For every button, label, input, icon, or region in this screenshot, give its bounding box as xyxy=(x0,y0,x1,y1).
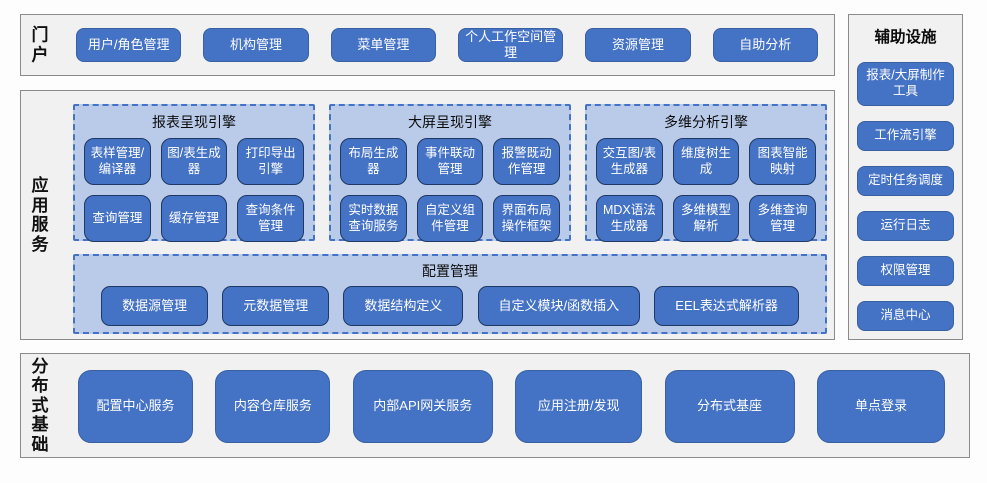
node-query-management: 查询管理 xyxy=(84,195,151,242)
node-alarm-action-management: 报警既动作管理 xyxy=(493,138,561,185)
node-menu-management: 菜单管理 xyxy=(330,28,436,62)
section-distributed-foundation: 分布式基础 配置中心服务 内容仓库服务 内部API网关服务 应用注册/发现 分布… xyxy=(20,353,970,458)
node-query-condition-management: 查询条件管理 xyxy=(237,195,305,242)
group-config-management-title: 配置管理 xyxy=(422,263,478,279)
node-dimension-tree-generation: 维度树生成 xyxy=(672,138,740,185)
group-bigscreen-rendering-engine: 大屏呈现引擎 布局生成器 事件联动管理 报警既动作管理 实时数据查询服务 自定义… xyxy=(329,104,571,242)
node-personal-workspace-management: 个人工作空间管理 xyxy=(457,28,564,62)
node-self-service-analysis: 自助分析 xyxy=(712,28,818,62)
node-eel-expression-parser: EEL表达式解析器 xyxy=(654,286,799,326)
node-data-structure-definition: 数据结构定义 xyxy=(343,286,464,326)
group-row: 实时数据查询服务 自定义组件管理 界面布局操作框架 xyxy=(331,195,569,242)
node-metadata-management: 元数据管理 xyxy=(222,286,330,326)
group-row: 交互图/表生成器 维度树生成 图表智能映射 xyxy=(587,138,825,185)
node-internal-api-gateway-service: 内部API网关服务 xyxy=(352,370,493,443)
node-user-role-management: 用户/角色管理 xyxy=(76,28,182,62)
section-auxiliary-facilities-title: 辅助设施 xyxy=(874,29,937,46)
node-resource-management: 资源管理 xyxy=(585,28,691,62)
node-workflow-engine: 工作流引擎 xyxy=(857,121,954,151)
node-multidim-model-parsing: 多维模型解析 xyxy=(672,195,740,242)
node-chart-smart-mapping: 图表智能映射 xyxy=(749,138,817,185)
node-cache-management: 缓存管理 xyxy=(160,195,228,242)
auxiliary-buttons-column: 报表/大屏制作工具 工作流引擎 定时任务调度 运行日志 权限管理 消息中心 xyxy=(849,62,962,331)
node-content-repository-service: 内容仓库服务 xyxy=(215,370,331,443)
node-custom-module-function-insert: 自定义模块/函数插入 xyxy=(477,286,641,326)
section-app-services: 应用服务 报表呈现引擎 表样管理/编译器 图/表生成器 打印导出引擎 查询管理 … xyxy=(20,90,835,340)
node-layout-generator: 布局生成器 xyxy=(340,138,407,185)
node-distributed-base: 分布式基座 xyxy=(664,370,795,443)
node-ui-layout-operation-framework: 界面布局操作框架 xyxy=(493,195,561,242)
config-buttons-row: 数据源管理 元数据管理 数据结构定义 自定义模块/函数插入 EEL表达式解析器 xyxy=(75,286,825,326)
group-config-management: 配置管理 数据源管理 元数据管理 数据结构定义 自定义模块/函数插入 EEL表达… xyxy=(73,254,827,334)
group-row: 表样管理/编译器 图/表生成器 打印导出引擎 xyxy=(75,138,313,185)
distributed-buttons-row: 配置中心服务 内容仓库服务 内部API网关服务 应用注册/发现 分布式基座 单点… xyxy=(78,370,945,443)
node-multidim-query-management: 多维查询管理 xyxy=(749,195,817,242)
section-portal-label: 门户 xyxy=(31,25,49,64)
section-app-services-label: 应用服务 xyxy=(31,175,49,254)
node-single-sign-on: 单点登录 xyxy=(816,370,945,443)
group-row: MDX语法生成器 多维模型解析 多维查询管理 xyxy=(587,195,825,242)
section-distributed-foundation-label: 分布式基础 xyxy=(31,356,49,454)
node-organization-management: 机构管理 xyxy=(203,28,309,62)
group-row: 布局生成器 事件联动管理 报警既动作管理 xyxy=(331,138,569,185)
node-scheduled-task-dispatch: 定时任务调度 xyxy=(857,166,954,196)
node-permission-management: 权限管理 xyxy=(857,256,954,286)
node-report-bigscreen-authoring-tool: 报表/大屏制作工具 xyxy=(857,62,954,106)
node-datasource-management: 数据源管理 xyxy=(101,286,209,326)
node-event-linkage-management: 事件联动管理 xyxy=(416,138,484,185)
node-mdx-syntax-generator: MDX语法生成器 xyxy=(596,195,663,242)
node-app-registration-discovery: 应用注册/发现 xyxy=(515,370,643,443)
node-chart-table-generator: 图/表生成器 xyxy=(160,138,228,185)
group-multidimensional-analysis-engine: 多维分析引擎 交互图/表生成器 维度树生成 图表智能映射 MDX语法生成器 多维… xyxy=(585,104,827,242)
group-row: 查询管理 缓存管理 查询条件管理 xyxy=(75,195,313,242)
portal-buttons-row: 用户/角色管理 机构管理 菜单管理 个人工作空间管理 资源管理 自助分析 xyxy=(76,15,818,75)
group-report-rendering-engine: 报表呈现引擎 表样管理/编译器 图/表生成器 打印导出引擎 查询管理 缓存管理 … xyxy=(73,104,315,242)
node-table-style-management-compiler: 表样管理/编译器 xyxy=(84,138,151,185)
node-config-center-service: 配置中心服务 xyxy=(78,370,193,443)
engine-groups-row: 报表呈现引擎 表样管理/编译器 图/表生成器 打印导出引擎 查询管理 缓存管理 … xyxy=(73,104,827,242)
node-print-export-engine: 打印导出引擎 xyxy=(237,138,305,185)
node-message-center: 消息中心 xyxy=(857,301,954,331)
node-interactive-chart-table-generator: 交互图/表生成器 xyxy=(596,138,663,185)
section-auxiliary-facilities: 辅助设施 报表/大屏制作工具 工作流引擎 定时任务调度 运行日志 权限管理 消息… xyxy=(848,14,963,340)
group-bigscreen-rendering-engine-title: 大屏呈现引擎 xyxy=(408,114,492,130)
node-custom-component-management: 自定义组件管理 xyxy=(416,195,484,242)
node-run-log: 运行日志 xyxy=(857,211,954,241)
section-portal: 门户 用户/角色管理 机构管理 菜单管理 个人工作空间管理 资源管理 自助分析 xyxy=(20,14,835,76)
group-report-rendering-engine-title: 报表呈现引擎 xyxy=(152,114,236,130)
group-multidimensional-analysis-engine-title: 多维分析引擎 xyxy=(664,114,748,130)
node-realtime-data-query-service: 实时数据查询服务 xyxy=(340,195,407,242)
